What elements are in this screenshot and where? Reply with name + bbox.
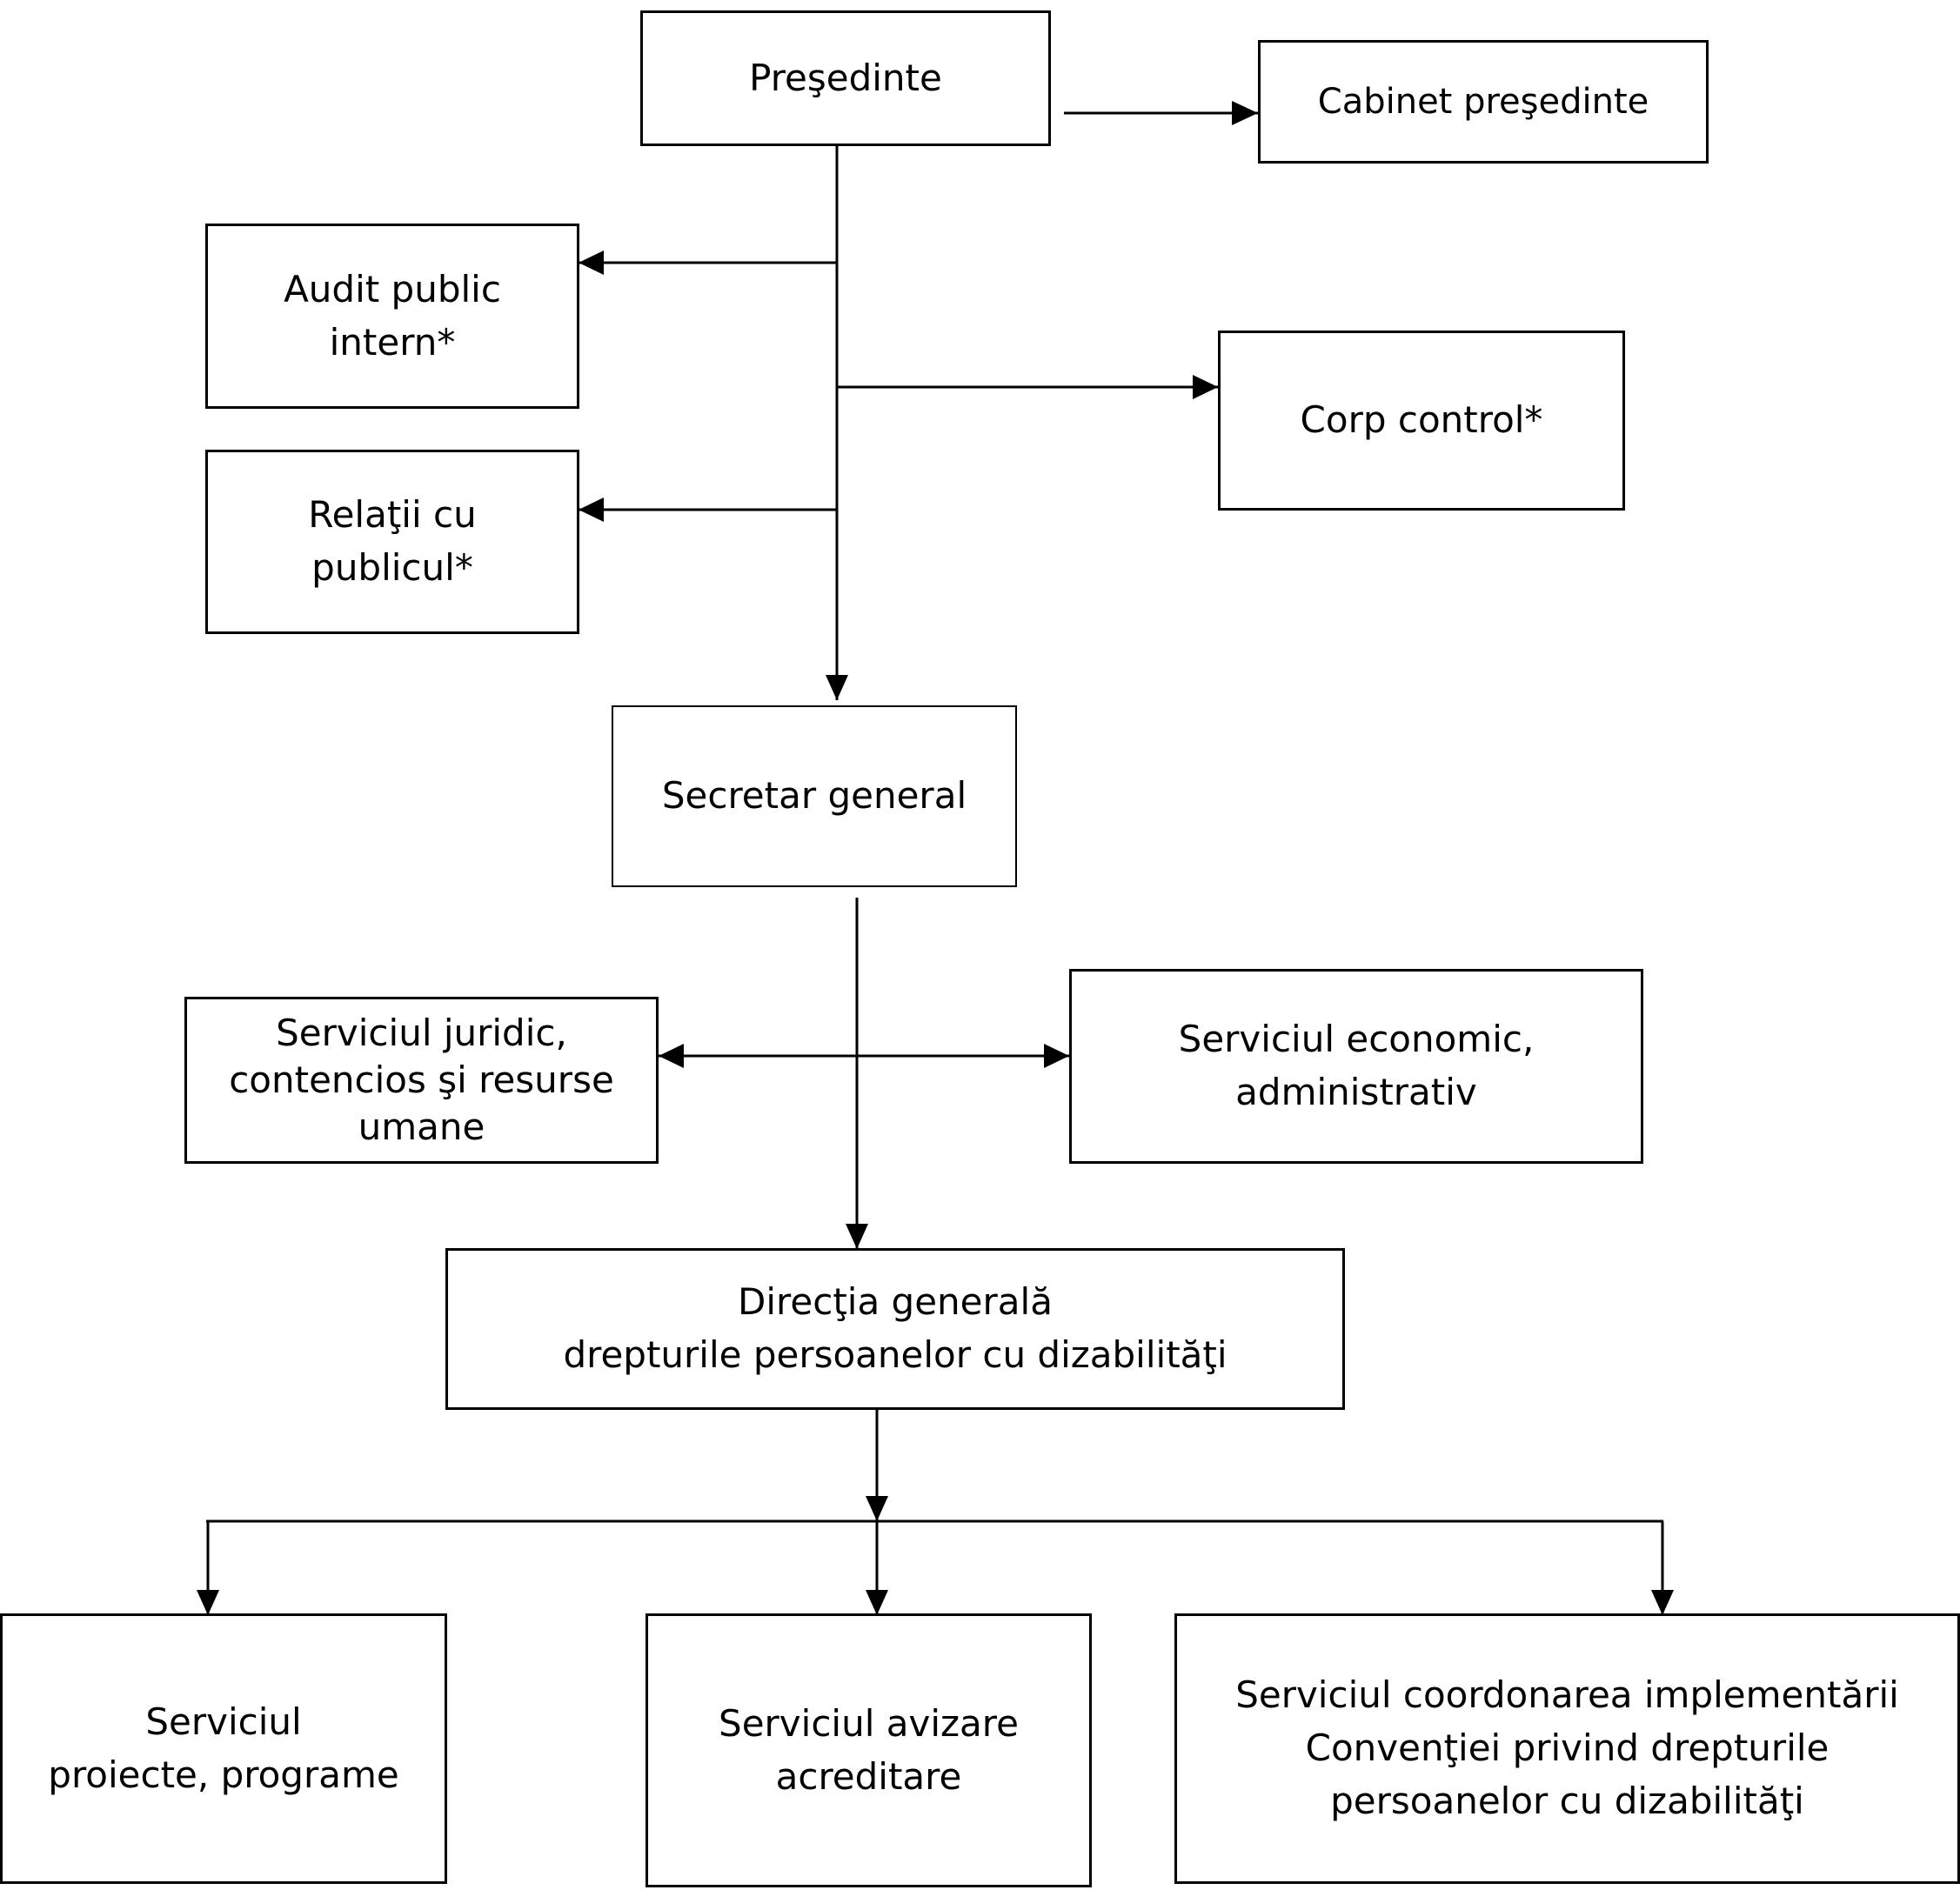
- box-corp-control: Corp control*: [1218, 331, 1625, 511]
- arrowhead-relatii: [579, 498, 604, 522]
- box-serviciul-coordonare: Serviciul coordonarea implementării Conv…: [1174, 1613, 1960, 1884]
- arrowhead-avizare: [866, 1590, 888, 1615]
- box-presedinte: Preşedinte: [640, 10, 1051, 146]
- box-cabinet-presedinte: Cabinet preşedinte: [1258, 40, 1709, 164]
- arrowhead-cabinet: [1232, 101, 1258, 125]
- arrowhead-audit: [579, 250, 604, 275]
- box-serviciul-economic: Serviciul economic, administrativ: [1069, 969, 1643, 1164]
- arrowhead-coordonare: [1651, 1590, 1674, 1615]
- box-audit-public-intern: Audit public intern*: [205, 224, 579, 409]
- label-serviciul-coordonare: Serviciul coordonarea implementării Conv…: [1235, 1673, 1899, 1822]
- label-secretar-general: Secretar general: [661, 774, 967, 818]
- label-serviciul-economic: Serviciul economic, administrativ: [1178, 1018, 1535, 1113]
- label-cabinet-presedinte: Cabinet preşedinte: [1317, 82, 1649, 122]
- box-serviciul-avizare: Serviciul avizare acreditare: [646, 1613, 1092, 1887]
- box-directia-generala: Direcţia generală drepturile persoanelor…: [445, 1248, 1345, 1410]
- arrowhead-distributor: [866, 1496, 888, 1521]
- label-relatii-cu-publicul: Relaţii cu publicul*: [308, 493, 477, 589]
- label-presedinte: Preşedinte: [749, 56, 942, 99]
- label-directia-generala: Direcţia generală drepturile persoanelor…: [563, 1280, 1228, 1376]
- arrowhead-secretar-general: [826, 675, 848, 700]
- label-corp-control: Corp control*: [1300, 398, 1543, 442]
- arrowhead-proiecte: [197, 1590, 219, 1615]
- box-relatii-cu-publicul: Relaţii cu publicul*: [205, 450, 579, 634]
- arrowhead-corp-control: [1193, 375, 1218, 399]
- arrowhead-directia: [846, 1224, 868, 1249]
- label-audit-public-intern: Audit public intern*: [284, 267, 501, 364]
- label-serviciul-proiecte: Serviciul proiecte, programe: [48, 1700, 399, 1796]
- label-serviciul-avizare: Serviciul avizare acreditare: [719, 1701, 1019, 1798]
- label-serviciul-juridic: Serviciul juridic, contencios şi resurse…: [229, 1012, 614, 1148]
- arrowhead-juridic: [659, 1044, 684, 1068]
- box-serviciul-juridic: Serviciul juridic, contencios şi resurse…: [184, 997, 659, 1164]
- arrowhead-economic: [1044, 1044, 1069, 1068]
- box-secretar-general: Secretar general: [612, 705, 1017, 887]
- box-serviciul-proiecte: Serviciul proiecte, programe: [0, 1613, 447, 1884]
